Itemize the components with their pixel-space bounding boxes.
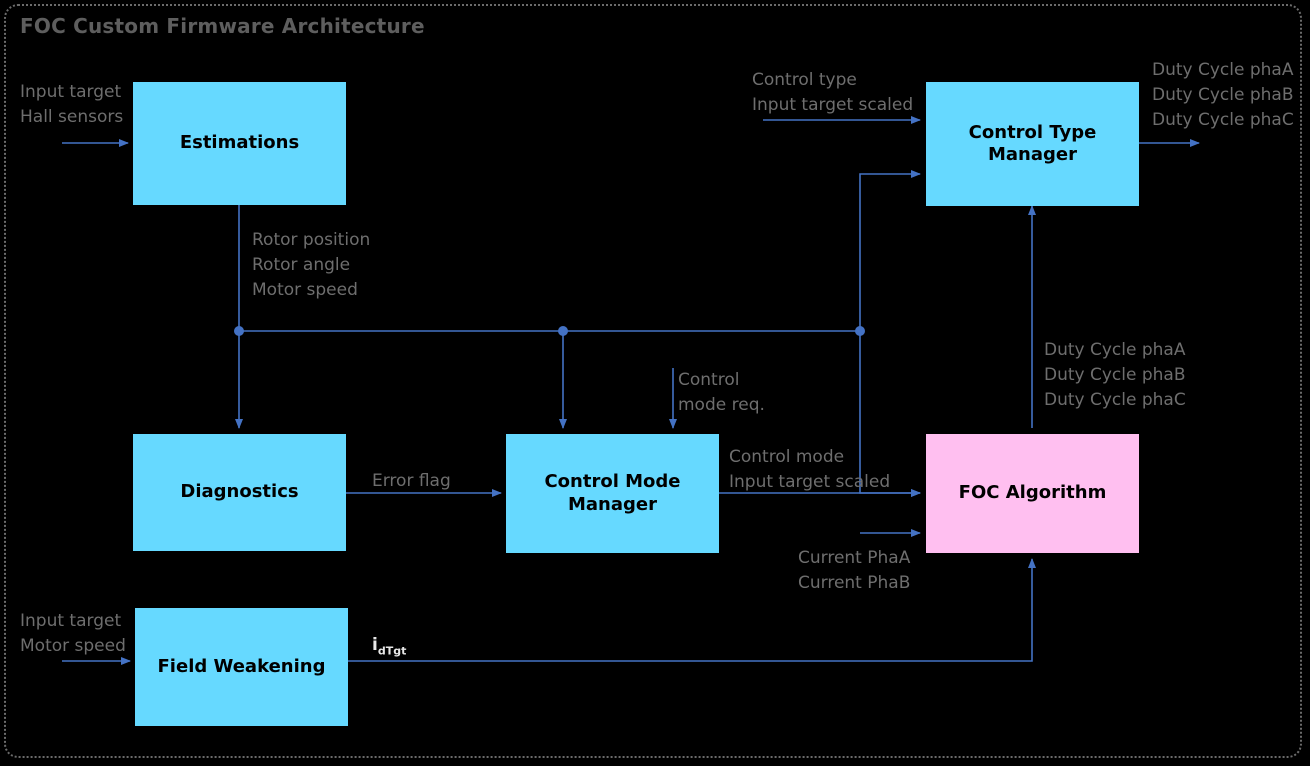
block-control-type-manager[interactable]: Control Type Manager: [926, 82, 1139, 206]
bus-junction-dots: [234, 326, 865, 336]
junction-dot: [855, 326, 865, 336]
block-label: Estimations: [179, 132, 300, 154]
block-label: Control Type Manager: [968, 121, 1097, 166]
block-field-weakening[interactable]: Field Weakening: [135, 608, 348, 726]
label-current-inputs: Current PhaA Current PhaB: [798, 548, 911, 593]
block-label: Field Weakening: [157, 655, 326, 677]
label-control-mode-req: Control mode req.: [678, 370, 765, 415]
junction-dot: [558, 326, 568, 336]
label-error-flag: Error flag: [372, 471, 451, 491]
block-diagnostics[interactable]: Diagnostics: [133, 434, 346, 551]
conn-bus-to-control-type-manager: [859, 170, 921, 331]
block-label: Control Mode Manager: [544, 471, 681, 515]
label-estimations-input: Input target Hall sensors: [20, 82, 124, 127]
block-label: FOC Algorithm: [958, 482, 1107, 504]
idtgt-subscript: dTgt: [377, 644, 407, 658]
label-control-type-output: Duty Cycle phaA Duty Cycle phaB Duty Cyc…: [1152, 60, 1294, 130]
label-duty-cycle-feedback: Duty Cycle phaA Duty Cycle phaB Duty Cyc…: [1044, 340, 1186, 410]
label-idtgt: idTgt: [372, 633, 406, 663]
idtgt-base: i: [372, 635, 378, 655]
label-control-mode-output: Control mode Input target scaled: [729, 447, 891, 492]
label-field-weakening-input: Input target Motor speed: [20, 611, 126, 656]
block-label: Diagnostics: [180, 481, 299, 503]
block-control-mode-manager[interactable]: Control Mode Manager: [506, 434, 719, 553]
label-estimations-output: Rotor position Rotor angle Motor speed: [252, 230, 371, 300]
conn-idtgt-to-foc: [348, 558, 1036, 662]
block-estimations[interactable]: Estimations: [133, 82, 346, 205]
block-foc-algorithm[interactable]: FOC Algorithm: [926, 434, 1139, 553]
diagram-title: FOC Custom Firmware Architecture: [20, 14, 425, 38]
junction-dot: [234, 326, 244, 336]
label-control-type-input: Control type Input target scaled: [752, 70, 914, 115]
